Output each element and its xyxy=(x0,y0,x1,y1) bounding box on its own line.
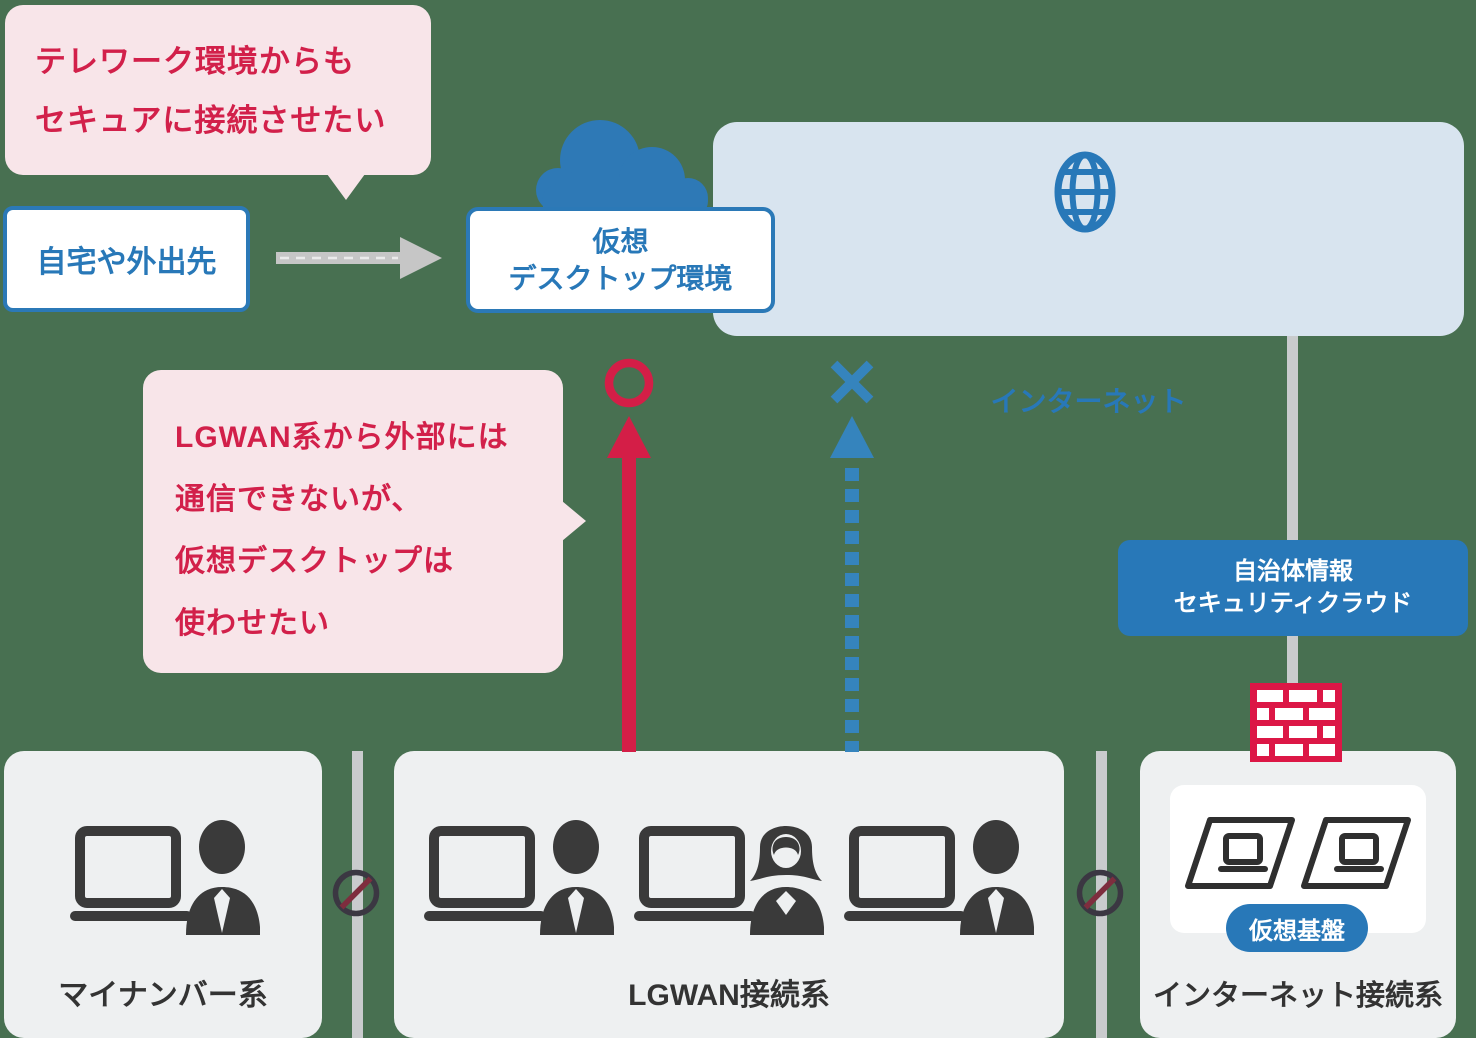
home-to-vdi-arrow xyxy=(276,237,442,279)
bubble-text-line: 仮想デスクトップは xyxy=(175,545,454,578)
home-node: 自宅や外出先 xyxy=(3,206,250,312)
virtual-laptop-icon xyxy=(1185,817,1295,889)
bubble-text-line: LGWAN系から外部には xyxy=(175,421,509,454)
person-at-laptop-icon xyxy=(70,820,260,935)
security-cloud-node: 自治体情報 セキュリティクラウド xyxy=(1118,540,1468,636)
globe-icon xyxy=(1054,151,1116,233)
bubble-tail xyxy=(327,174,365,200)
zone-mynumber: マイナンバー系 xyxy=(4,751,322,1038)
vdi-label-line: デスクトップ環境 xyxy=(508,263,733,294)
allowed-circle-mark xyxy=(604,358,654,408)
virtual-platform-label: 仮想基盤 xyxy=(1249,917,1345,945)
person-at-laptop-icon-female xyxy=(634,826,824,935)
bubble-text-line: セキュアに接続させたい xyxy=(35,103,387,138)
zone-internet-label: インターネット接続系 xyxy=(1152,980,1443,1012)
lgwan-note-speech-bubble: LGWAN系から外部には 通信できないが、 仮想デスクトップは 使わせたい xyxy=(143,370,586,673)
zone-mynumber-label: マイナンバー系 xyxy=(58,979,268,1012)
person-at-laptop-icon xyxy=(844,820,1034,935)
virtual-platform-panel xyxy=(1170,785,1426,933)
bubble-text-line: テレワーク環境からも xyxy=(35,44,355,79)
telework-speech-bubble: テレワーク環境からも セキュアに接続させたい xyxy=(5,5,431,200)
no-entry-icon xyxy=(332,869,380,917)
bubble-text-line: 通信できないが、 xyxy=(175,483,423,516)
virtual-laptop-icon xyxy=(1301,817,1411,889)
security-cloud-line: セキュリティクラウド xyxy=(1173,590,1413,617)
denied-cross-mark xyxy=(830,360,874,404)
internet-to-security-cloud-connector xyxy=(1287,334,1298,542)
no-entry-icon xyxy=(1076,869,1124,917)
virtual-desktop-node: 仮想 デスクトップ環境 xyxy=(466,207,775,313)
zone-lgwan-label: LGWAN接続系 xyxy=(628,979,830,1012)
virtual-platform-badge: 仮想基盤 xyxy=(1226,904,1368,952)
zone-internet: 仮想基盤 インターネット接続系 xyxy=(1140,751,1456,1038)
security-cloud-line: 自治体情報 xyxy=(1233,558,1353,585)
bubble-text-line: 使わせたい xyxy=(175,607,330,640)
denied-up-dashed-arrow xyxy=(830,416,874,752)
internet-label: インターネット xyxy=(990,386,1187,417)
allowed-up-arrow xyxy=(607,416,651,752)
person-at-laptop-icon xyxy=(424,820,614,935)
security-cloud-to-firewall-connector xyxy=(1287,636,1298,688)
zone-lgwan: LGWAN接続系 xyxy=(394,751,1064,1038)
cloud-icon xyxy=(536,120,708,218)
bubble-tail xyxy=(562,501,586,541)
home-node-label: 自宅や外出先 xyxy=(36,246,217,279)
firewall-brick-icon xyxy=(1250,683,1342,762)
internet-panel: インターネット xyxy=(713,122,1464,417)
vdi-label-line: 仮想 xyxy=(592,226,649,257)
